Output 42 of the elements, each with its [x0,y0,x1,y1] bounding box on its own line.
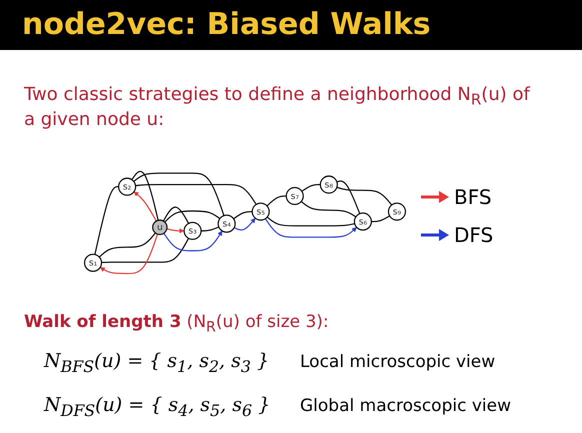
bfs-formula: N$_{BFS}$(u) = { s$_{1}$, s$_{2}$, s$_{3}$ } [44,350,270,376]
connector [94,186,119,255]
slide-title: node2vec: Biased Walks [0,0,582,50]
legend-label: BFS [454,185,492,209]
bfs-description: Local microscopic view [300,352,496,372]
connector [164,210,220,223]
walk-heading: Walk of length 3 (N$_{R}$(u) of size 3): [24,312,329,336]
arrow [166,228,184,234]
node-circle: s₇ [286,186,304,206]
node-circle: s₁ [84,254,102,272]
connector [162,206,190,224]
dfs-formula: N$_{DFS}$(u) = { s$_{4}$, s$_{5}$, s$_{6}$ } [44,394,270,420]
node-circle: s₆ [354,212,372,231]
legend-label: DFS [454,223,494,247]
arrow [163,230,222,252]
intro-text: Two classic strategies to define a neighborhood N$_{R}$(u) of a given node u: [24,84,532,130]
node-circle: s₉ [388,202,406,221]
node-circle: u [152,220,168,236]
arrow [264,218,357,238]
connector [266,216,355,226]
node-circle: s₃ [184,222,202,240]
dfs-description: Global macroscopic view [300,396,511,416]
arrow [234,218,256,230]
node-circle: s₂ [118,178,136,196]
connector [135,184,257,205]
connector [98,232,156,258]
connector [102,238,190,264]
arrow [134,192,157,222]
connector [371,215,390,222]
node-circle: s₈ [320,176,338,194]
connector [302,184,320,192]
connector [300,201,356,218]
connector [201,226,220,232]
connector [336,186,392,206]
arrow [100,234,158,274]
connector [336,180,360,214]
connector [266,195,286,206]
node-circle: s₄ [218,214,236,233]
connector [133,172,224,216]
node-circle: s₅ [252,202,270,221]
connector [131,170,159,220]
connector [233,211,252,220]
